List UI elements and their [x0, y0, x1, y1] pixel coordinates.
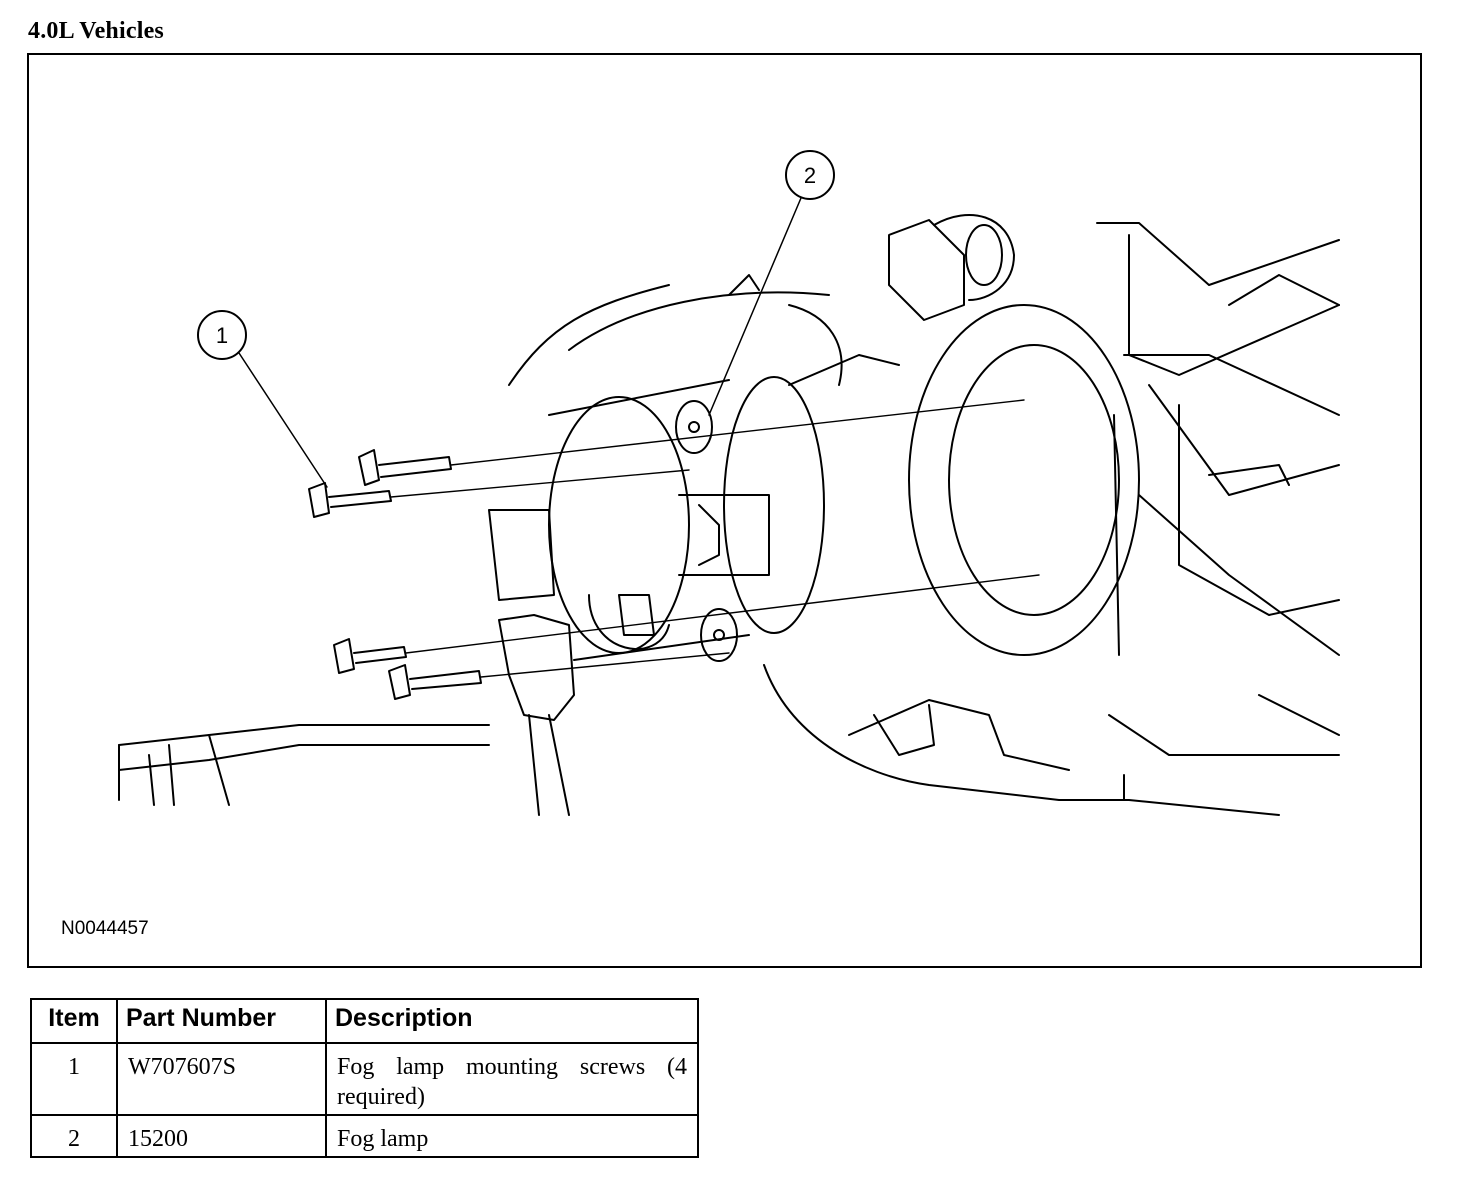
table-row: 1 W707607S Fog lamp mounting screws (4 r… [30, 1042, 699, 1116]
callout-2: 2 [708, 150, 835, 416]
parts-table: Item Part Number Description 1 W707607S … [30, 998, 699, 1158]
figure-id: N0044457 [61, 918, 149, 939]
callout-2-label: 2 [804, 163, 816, 188]
table-row: 2 15200 Fog lamp [30, 1114, 699, 1158]
callout-1-label: 1 [216, 323, 228, 348]
exploded-view-figure: 1 2 N0044457 [27, 53, 1422, 968]
electrical-connector-drawing [888, 214, 1015, 321]
lamp-housing-drawing [508, 274, 1140, 656]
fog-lamp-illustration: 1 2 [118, 150, 1340, 816]
cell-part-number: W707607S [116, 1042, 327, 1116]
alignment-lines [390, 399, 1040, 678]
fog-lamp-drawing [488, 376, 825, 662]
cell-part-number: 15200 [116, 1114, 327, 1158]
mounting-screws-drawing [308, 449, 482, 700]
cell-description: Fog lamp [325, 1114, 699, 1158]
cell-item: 2 [30, 1114, 118, 1158]
cell-description: Fog lamp mounting screws (4 required) [325, 1042, 699, 1116]
header-item: Item [30, 998, 118, 1044]
table-header-row: Item Part Number Description [30, 998, 699, 1044]
wiring-harness-drawing [118, 614, 575, 816]
callout-1: 1 [197, 310, 328, 488]
section-heading: 4.0L Vehicles [28, 18, 164, 44]
mounting-bracket-drawing [1096, 222, 1340, 756]
header-part-number: Part Number [116, 998, 327, 1044]
bumper-trim-drawing [763, 664, 1280, 816]
cell-item: 1 [30, 1042, 118, 1116]
header-description: Description [325, 998, 699, 1044]
